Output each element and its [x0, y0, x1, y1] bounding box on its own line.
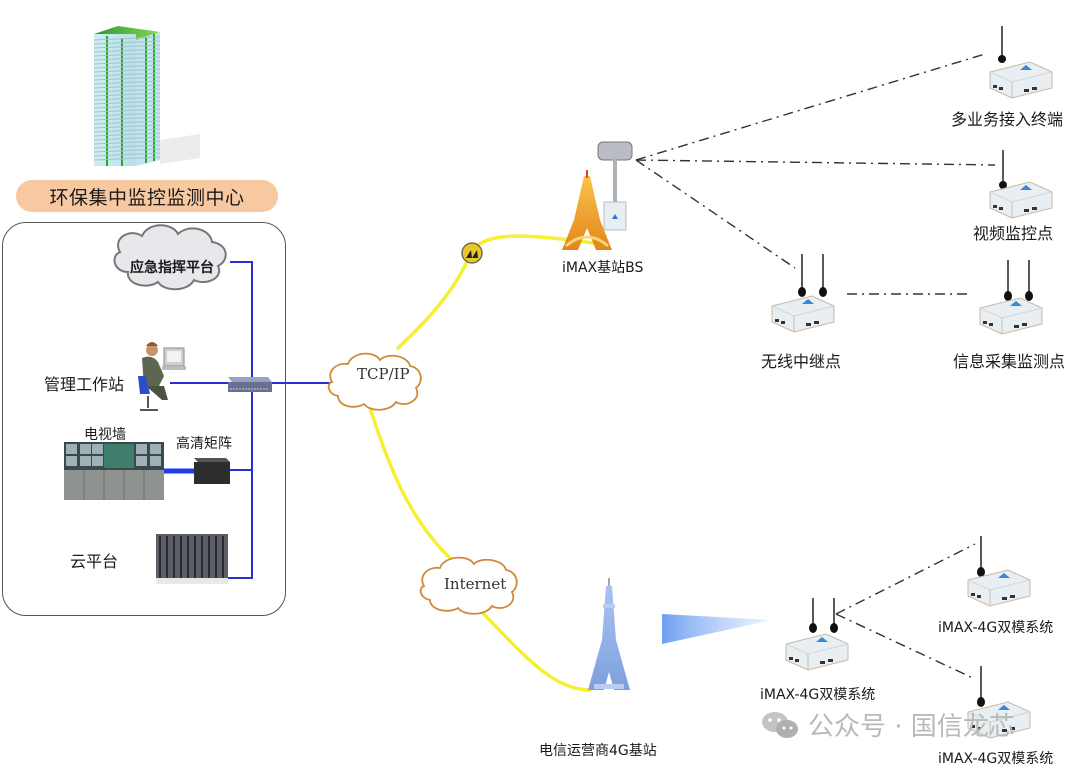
building-floor-line	[93, 40, 161, 45]
tv-wall-icon	[64, 442, 164, 500]
building-floor-line	[93, 60, 161, 65]
tv-screen	[92, 456, 103, 466]
router-icon-video	[989, 150, 1053, 219]
hd-matrix-label: 高清矩阵	[176, 436, 232, 452]
watermark-text: 公众号 · 国信龙芯	[808, 712, 1015, 742]
monitoring-center-title: 环保集中监控监测中心	[16, 180, 278, 212]
wireless-links	[635, 53, 996, 680]
monitoring-center-panel	[2, 222, 286, 616]
building-floor-line	[93, 152, 161, 157]
carrier-4g-label: 电信运营商4G基站	[539, 743, 657, 759]
building-floor-line	[93, 96, 161, 101]
server-rack-icon	[156, 534, 228, 584]
node-label-4g-main: iMAX-4G双模系统	[760, 687, 876, 703]
building-floor-line	[93, 52, 161, 57]
building-floor-line	[93, 108, 161, 113]
node-label-relay: 无线中继点	[761, 352, 842, 371]
imax-bs-tower-icon	[562, 170, 612, 250]
building-floor-line	[93, 68, 161, 73]
internet-label: Internet	[444, 575, 507, 593]
bs-antenna-mast-icon	[597, 141, 633, 231]
node-label-multiservice: 多业务接入终端	[951, 110, 1064, 129]
tv-screen	[80, 456, 91, 466]
node-label-video: 视频监控点	[973, 224, 1054, 243]
building-floor-line	[93, 48, 161, 53]
tcpip-label: TCP/IP	[357, 365, 410, 383]
building-floor-line	[93, 136, 161, 141]
router-icon-collection	[979, 260, 1043, 335]
tv-screen	[80, 444, 91, 454]
tv-screen	[150, 444, 161, 454]
building-floor-line	[93, 92, 161, 97]
internet-cloud-icon	[419, 556, 518, 615]
tcpip-cloud-icon	[327, 352, 422, 411]
building-floor-line	[93, 88, 161, 93]
backbone-links	[368, 234, 602, 692]
emergency-cloud-icon	[113, 224, 227, 291]
building-floor-line	[93, 44, 161, 49]
rf-coupler-icon	[461, 242, 483, 264]
building-floor-line	[93, 64, 161, 69]
building-floor-line	[93, 132, 161, 137]
router-icon-relay	[771, 254, 835, 333]
building-floor-line	[93, 84, 161, 89]
tv-wall-label: 电视墙	[84, 427, 126, 443]
network-switch-icon	[228, 377, 272, 392]
building-floor-line	[93, 80, 161, 85]
building-floor-line	[93, 144, 161, 149]
tv-screen	[150, 456, 161, 466]
building-floor-line	[93, 104, 161, 109]
emergency-platform-label: 应急指挥平台	[130, 260, 214, 276]
router-icon-4g-upper	[967, 536, 1031, 607]
router-icon-multiservice	[989, 26, 1053, 99]
carrier-4g-tower-icon	[588, 578, 630, 690]
watermark: 公众号 · 国信龙芯	[760, 706, 1015, 743]
node-label-collection: 信息采集监测点	[953, 352, 1066, 371]
imax-bs-label: iMAX基站BS	[562, 260, 644, 276]
tv-screen	[136, 444, 147, 454]
node-label-4g-lower: iMAX-4G双模系统	[938, 751, 1054, 767]
wechat-icon	[762, 711, 798, 738]
node-label-4g-upper: iMAX-4G双模系统	[938, 620, 1054, 636]
building-floor-line	[93, 148, 161, 153]
building-floor-line	[93, 128, 161, 133]
building-floor-line	[93, 112, 161, 117]
building-floor-line	[93, 36, 161, 41]
router-icon-4g-lower	[967, 666, 1031, 739]
tv-screen	[136, 456, 147, 466]
building-floor-line	[93, 100, 161, 105]
tv-screen	[66, 456, 77, 466]
building-floor-line	[93, 120, 161, 125]
building-floor-line	[93, 124, 161, 129]
building-floor-line	[93, 116, 161, 121]
cloud-platform-label: 云平台	[70, 552, 119, 571]
building-floor-line	[93, 76, 161, 81]
workstation-label: 管理工作站	[44, 375, 125, 394]
hd-matrix-icon	[194, 458, 230, 484]
building-floor-line	[93, 56, 161, 61]
tv-screen	[92, 444, 103, 454]
tv-screen	[66, 444, 77, 454]
router-icon-4g-main	[785, 598, 849, 671]
building-floor-line	[93, 156, 161, 161]
hq-building-icon	[93, 26, 200, 166]
building-floor-line	[93, 72, 161, 77]
signal-beam-icon	[662, 614, 772, 644]
workstation-operator-icon	[138, 342, 186, 411]
building-floor-line	[93, 140, 161, 145]
